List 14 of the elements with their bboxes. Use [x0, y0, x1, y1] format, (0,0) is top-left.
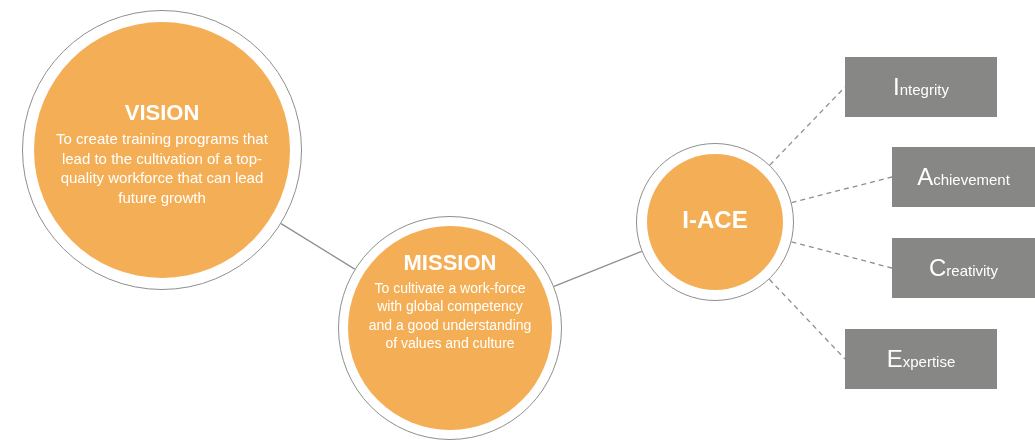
value-box: Achievement	[892, 147, 1035, 207]
circle-title: I-ACE	[682, 206, 748, 234]
circle-description: To cultivate a work-force with global competency and a good understanding of values and culture	[367, 279, 533, 353]
value-box: Integrity	[845, 57, 997, 117]
dashed-connector	[790, 241, 893, 269]
circle-title: MISSION	[403, 250, 497, 276]
circle-title: VISION	[124, 100, 200, 126]
value-box: Expertise	[845, 329, 997, 389]
dashed-connector	[768, 278, 846, 360]
connector-line	[280, 222, 356, 270]
connector-line	[553, 250, 643, 288]
value-box: Creativity	[892, 238, 1035, 298]
circle-description: To create training programs that lead to the cultivation of a top-quality workforce that can lead future growth	[55, 129, 269, 208]
dashed-connector	[790, 176, 893, 204]
